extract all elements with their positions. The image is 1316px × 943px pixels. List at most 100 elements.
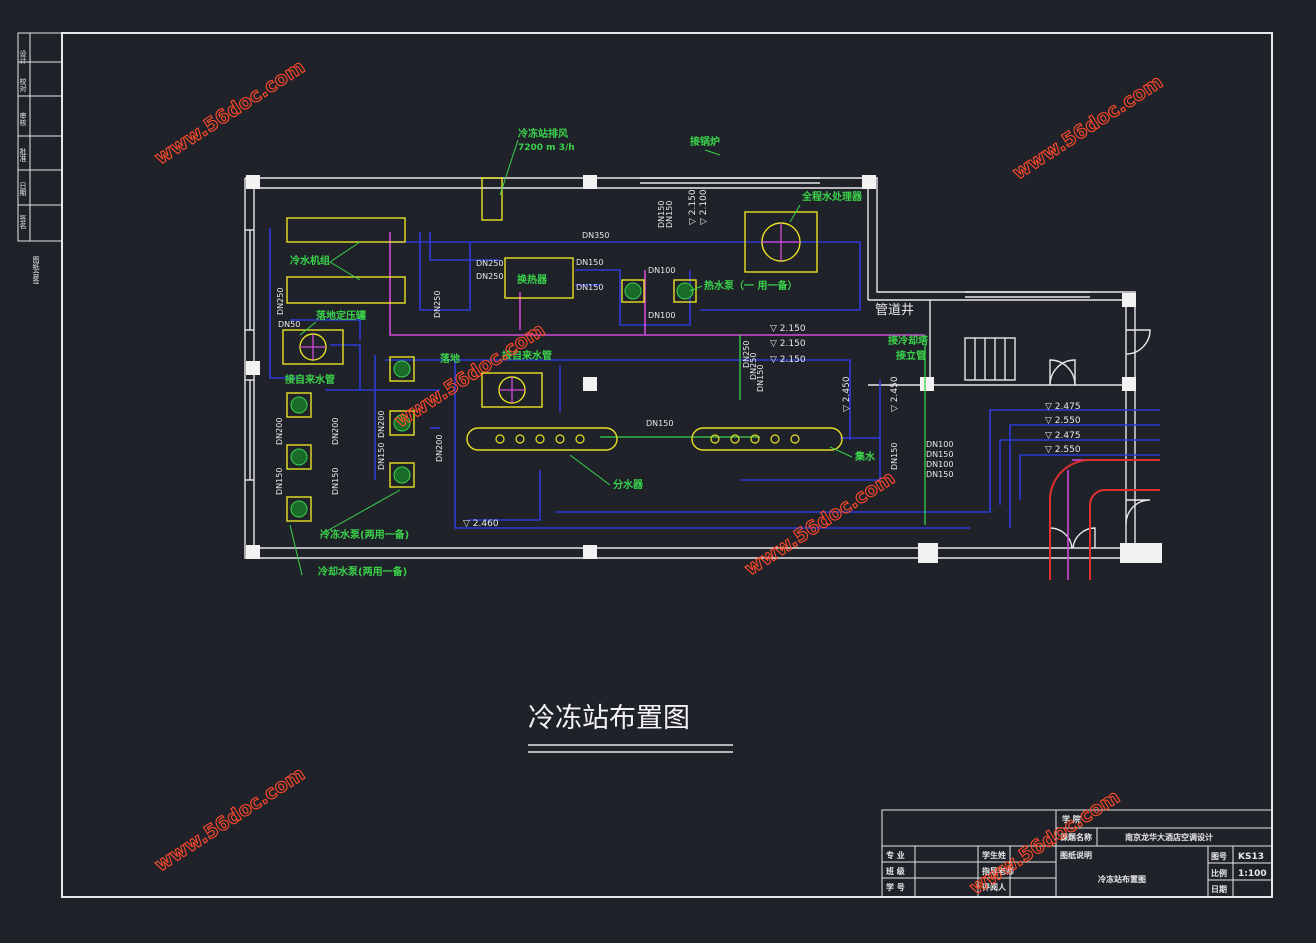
tb-project-value: 南京龙华大酒店空调设计	[1125, 832, 1213, 842]
pressure-tank-2	[481, 372, 543, 408]
pipe-size-dn100-a: DN100	[648, 266, 675, 275]
tb-reviewer: 评阅人	[982, 882, 1007, 892]
pipe-size-dn250-a: DN250	[476, 259, 503, 268]
strip-cell-5: 日期	[19, 182, 27, 197]
tb-drawing-desc: 图纸说明	[1060, 850, 1092, 860]
pipe-size-boiler-2: DN150	[665, 201, 674, 228]
label-water-supply-1: 接自来水管	[285, 373, 335, 386]
tb-drawing-name: 冷冻站布置图	[1098, 874, 1146, 884]
pipe-size-dn200-d: DN200	[435, 435, 444, 462]
tb-school: 学 院	[1062, 814, 1081, 824]
label-chiller: 冷水机组	[290, 254, 330, 267]
elevation-3: ▽ 2.150	[770, 355, 806, 365]
tb-class: 班 级	[886, 866, 906, 876]
pipe-size-dn150-e: DN150	[377, 443, 386, 470]
pipe-size-mid-3: DN150	[756, 365, 765, 392]
tb-drawing-no: KS13	[1238, 852, 1264, 862]
drawing-title: 冷冻站布置图	[528, 703, 690, 734]
exhaust-fan	[481, 177, 503, 221]
strip-cell-6: 签名	[19, 214, 27, 230]
pipe-size-dn250-b: DN250	[476, 272, 503, 281]
pipe-size-stack-1: DN100	[926, 440, 953, 449]
pressure-tank-1	[282, 329, 344, 365]
tb-major: 专 业	[886, 850, 905, 860]
label-water-supply-2: 接自来水管	[502, 349, 552, 362]
tb-teacher: 指导老师	[982, 866, 1014, 876]
pipe-size-dn100-b: DN100	[648, 311, 675, 320]
tb-student-id: 学 号	[886, 882, 905, 892]
blue-piping	[269, 228, 1160, 529]
hot-pump-2	[673, 279, 697, 303]
left-signature-strip	[17, 32, 63, 242]
chiller-unit-2	[286, 276, 406, 304]
elevation-boiler-b: ▽ 2.100	[699, 189, 709, 225]
red-piping	[1049, 459, 1160, 580]
water-treatment	[744, 211, 818, 273]
cooling-pump-3	[286, 496, 312, 522]
elevation-10: ▽ 2.550	[1045, 445, 1081, 455]
pipe-size-stack-3: DN100	[926, 460, 953, 469]
pipe-size-dn150-a: DN150	[576, 258, 603, 267]
cooling-pump-2	[286, 444, 312, 470]
pipe-size-dn150-b: DN150	[576, 283, 603, 292]
pipe-size-dn200-a: DN200	[275, 418, 284, 445]
pipe-size-dn250-v2: DN250	[433, 291, 442, 318]
label-chilled-pump: 冷冻水泵(两用一备)	[320, 528, 409, 541]
elevation-boiler-a: ▽ 2.150	[688, 189, 698, 225]
leader-lines	[289, 139, 853, 576]
green-piping	[600, 335, 926, 525]
strip-cell-3: 审核	[19, 111, 27, 127]
chilled-pump-3	[389, 462, 415, 488]
strip-cell-4: 批准	[19, 147, 27, 163]
distributor-nozzles	[495, 434, 800, 444]
pump-fills	[290, 282, 694, 518]
label-cooling-pump: 冷却水泵(两用一备)	[318, 565, 407, 578]
building-walls	[244, 177, 1151, 559]
tb-scale-label: 比例	[1211, 868, 1227, 878]
elevation-8: ▽ 2.550	[1045, 416, 1081, 426]
pipe-size-mid-2: DN250	[749, 353, 758, 380]
label-pressure-tank-2: 落地	[440, 352, 460, 365]
pipe-size-dn150-d: DN150	[331, 468, 340, 495]
collector	[691, 427, 843, 451]
elevation-9: ▽ 2.475	[1045, 431, 1081, 441]
tb-drawing-no-label: 图号	[1211, 852, 1227, 861]
pipe-size-mid-1: DN250	[742, 341, 751, 368]
pipe-size-dn250-v: DN250	[276, 288, 285, 315]
label-collector: 集水	[854, 450, 876, 463]
label-pipe-shaft: 管道井	[875, 303, 914, 318]
label-heat-exchanger: 换热器	[517, 273, 548, 286]
label-cooling-tower: 接冷却塔	[888, 334, 929, 347]
pipe-size-dn200-b: DN200	[331, 418, 340, 445]
hot-pump-1	[621, 279, 645, 303]
pipe-size-dn150-mid: DN150	[646, 419, 673, 428]
magenta-crosses	[300, 223, 800, 403]
pipe-size-dn50: DN50	[278, 320, 300, 329]
elevation-5: ▽ 2.450	[890, 376, 900, 412]
pipe-size-dn350: DN350	[582, 231, 609, 240]
tb-student: 学生姓	[982, 850, 1006, 860]
heat-exchanger	[504, 257, 574, 299]
label-exhaust-flow: 7200 m 3/h	[518, 143, 575, 153]
label-distributor: 分水器	[613, 478, 644, 491]
label-exhaust: 冷冻站排风	[518, 127, 568, 140]
pipe-size-boiler-1: DN150	[657, 201, 666, 228]
strip-cell-1: 设计	[19, 49, 27, 65]
pipe-size-stack-4: DN150	[926, 470, 953, 479]
distributor	[466, 427, 618, 451]
pipe-size-dn200-c: DN200	[377, 411, 386, 438]
outer-frame	[61, 32, 1273, 898]
tb-date-label: 日期	[1211, 884, 1227, 894]
label-softener: 全程水处理器	[801, 190, 863, 203]
pipe-size-stack-2: DN150	[926, 450, 953, 459]
pipe-size-dn150-right: DN150	[890, 443, 899, 470]
label-hot-pump: 热水泵（一 用一备）	[704, 279, 797, 292]
title-block	[881, 809, 1273, 898]
elevation-7: ▽ 2.475	[1045, 402, 1081, 412]
elevation-1: ▽ 2.150	[770, 324, 806, 334]
elevation-6: ▽ 2.460	[463, 519, 499, 529]
tb-project-label: 课题名称	[1060, 832, 1092, 842]
chiller-unit-1	[286, 217, 406, 243]
cooling-pump-1	[286, 392, 312, 418]
